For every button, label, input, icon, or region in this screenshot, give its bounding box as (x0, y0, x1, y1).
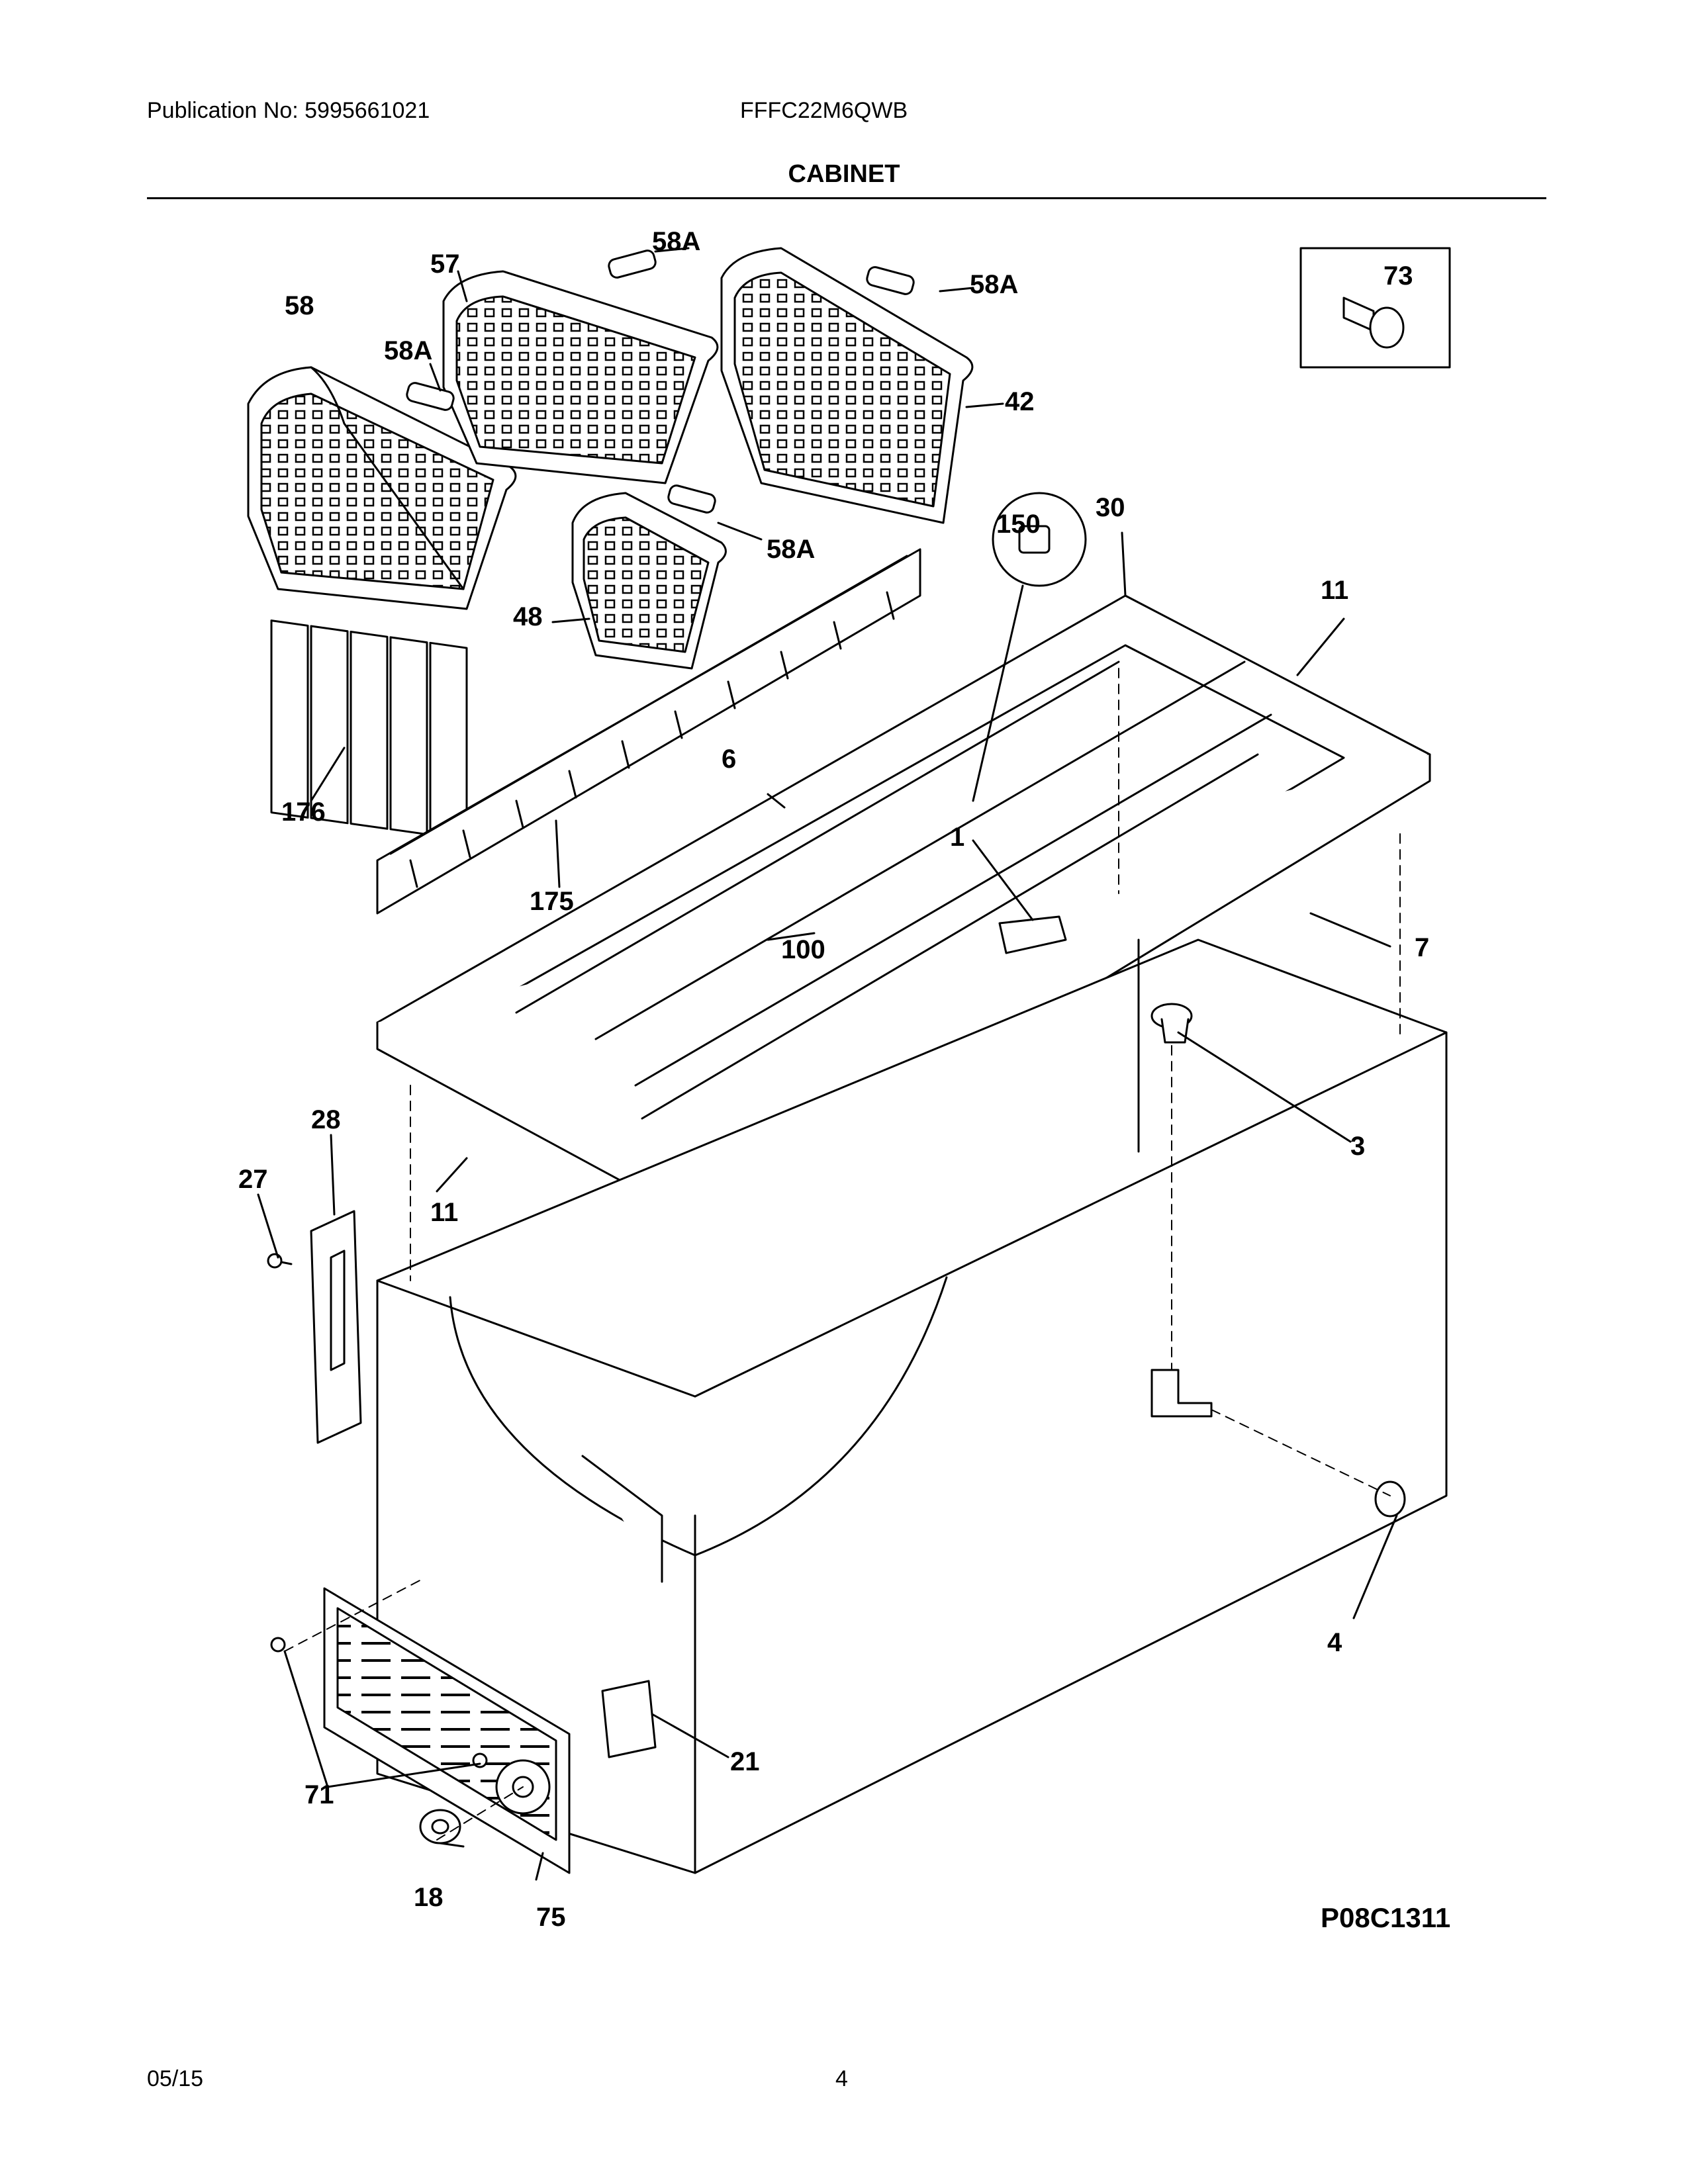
assembly-dashed-lines (284, 668, 1401, 1841)
inset-box-73 (1299, 247, 1451, 369)
publication-number: Publication No: 5995661021 (147, 98, 430, 123)
callout-71: 71 (305, 1780, 334, 1809)
lid-gasket-frame (376, 594, 1431, 1226)
model-number: FFFC22M6QWB (740, 98, 908, 123)
callout-21: 21 (730, 1747, 760, 1776)
small-parts (267, 492, 1406, 1844)
callout-7: 7 (1415, 933, 1429, 962)
callout-30: 30 (1096, 493, 1125, 522)
callout-73: 73 (1383, 261, 1413, 291)
footer-date: 05/15 (147, 2066, 204, 2091)
callout-labels: 57 58A 58A 58 58A 42 58A 48 150 30 11 73… (238, 227, 1450, 1933)
basket-48 (571, 492, 727, 670)
callout-58a-bottom: 58A (767, 535, 815, 564)
page-number: 4 (835, 2066, 848, 2091)
callout-57: 57 (430, 250, 460, 279)
callout-58a-left: 58A (384, 336, 432, 365)
callout-1: 1 (950, 823, 964, 852)
callout-58a-top: 58A (652, 227, 700, 256)
grille-75 (323, 1587, 571, 1874)
basket-42 (720, 247, 974, 524)
callout-4: 4 (1327, 1628, 1342, 1657)
callout-100: 100 (781, 935, 825, 964)
callout-48: 48 (513, 602, 543, 631)
callout-150: 150 (996, 510, 1041, 539)
callout-11-top: 11 (1321, 576, 1348, 605)
callout-3: 3 (1350, 1132, 1365, 1161)
callout-176: 176 (281, 797, 326, 827)
basket-57 (442, 270, 719, 484)
section-title: CABINET (788, 160, 900, 188)
callout-58: 58 (285, 291, 314, 320)
diagram-code: P08C1311 (1321, 1902, 1450, 1933)
freezer-cabinet (376, 938, 1448, 1874)
header-rule (147, 197, 1546, 199)
callout-6: 6 (722, 745, 736, 774)
callout-28: 28 (311, 1105, 341, 1134)
callout-18: 18 (414, 1883, 444, 1912)
basket-tabs-58a (406, 250, 915, 514)
callout-42: 42 (1005, 387, 1035, 416)
callout-27: 27 (238, 1165, 268, 1194)
callout-75: 75 (536, 1903, 566, 1932)
leader-lines (257, 247, 1398, 1881)
callout-175: 175 (530, 887, 574, 916)
callout-58a-right: 58A (970, 270, 1018, 299)
hinge-28 (310, 1210, 362, 1444)
callout-11-bottom: 11 (430, 1198, 458, 1227)
dividers-176 (270, 619, 468, 841)
dividers-175 (376, 548, 921, 915)
